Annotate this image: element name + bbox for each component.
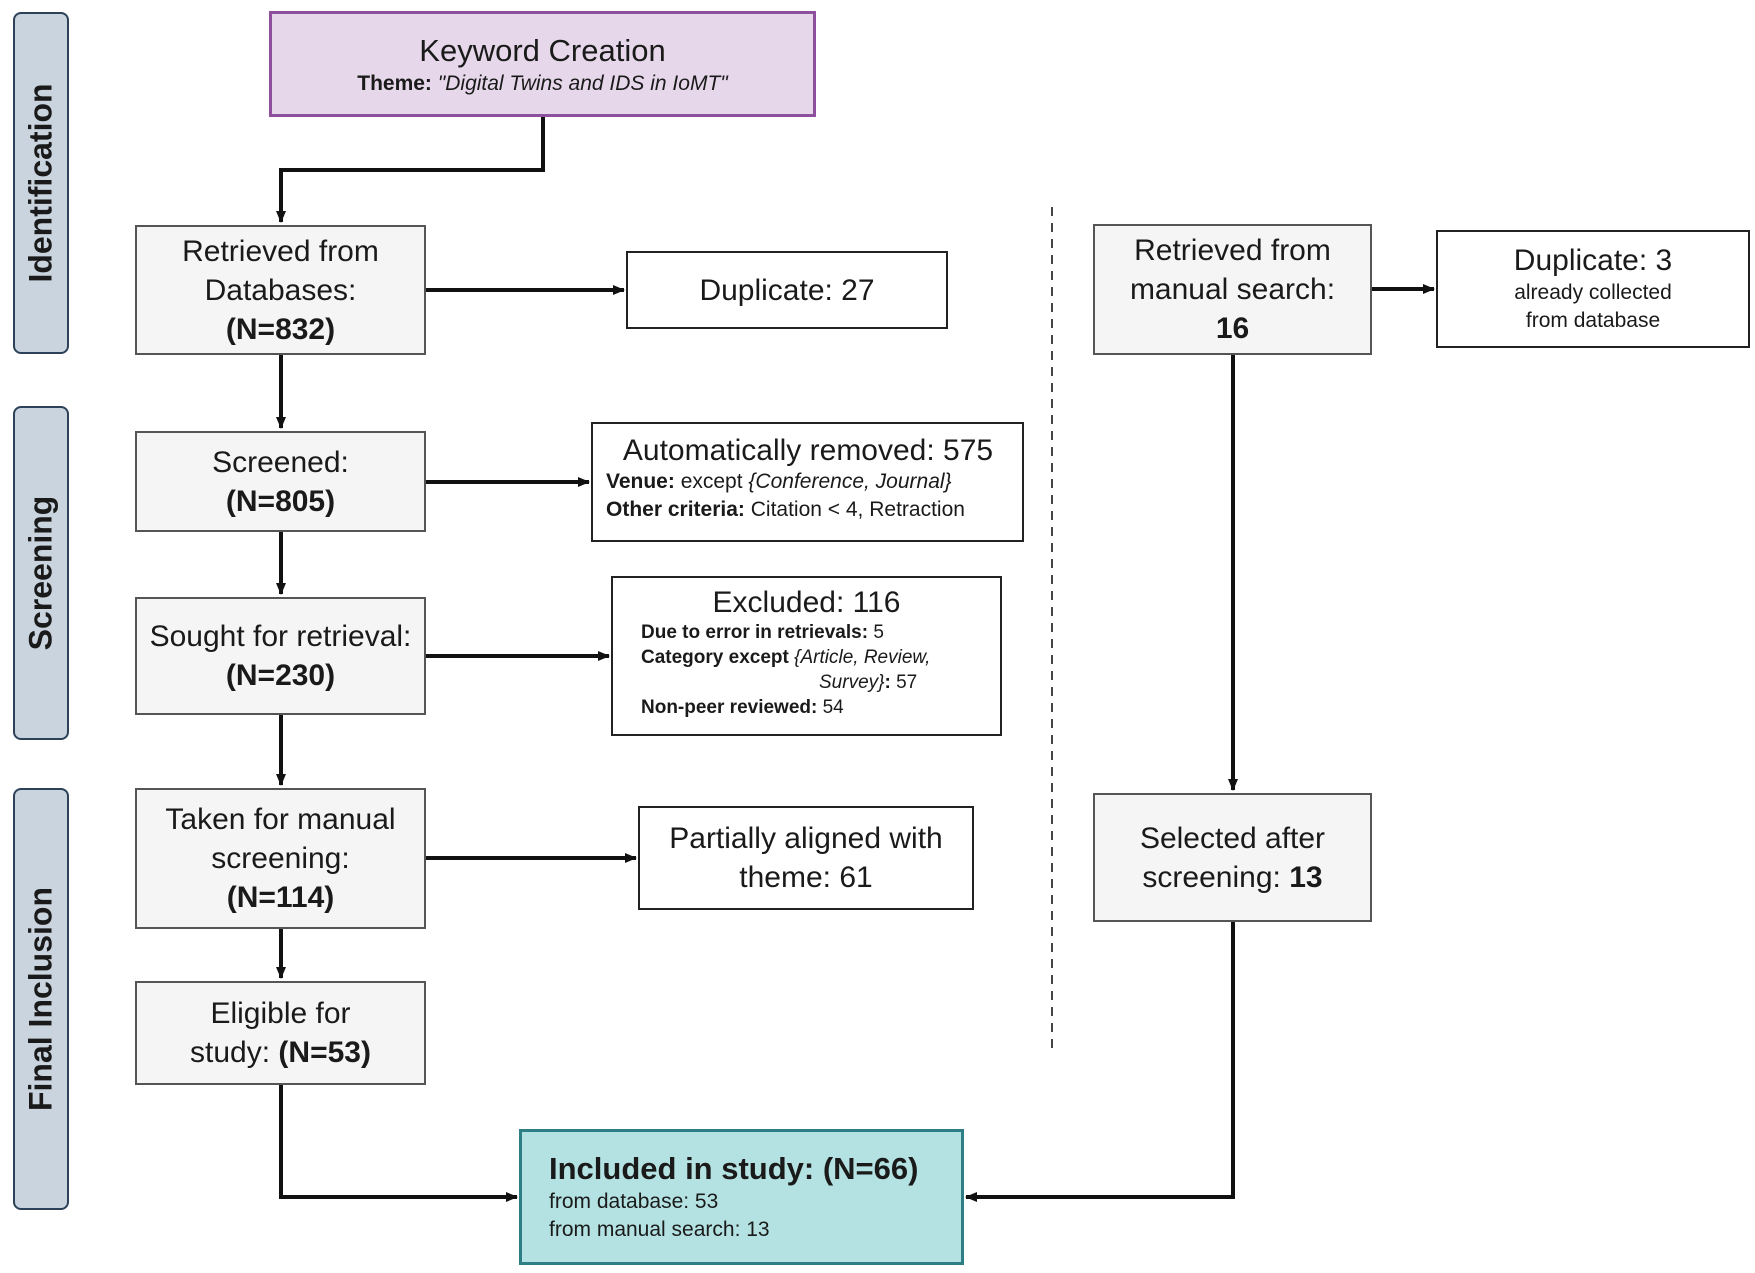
eligible-line2-prefix: study: [190,1036,271,1069]
included-from-manual: from manual search: 13 [549,1218,770,1241]
auto-removed-venue-except: except [680,470,743,493]
retrieved-databases-count: (N=832) [225,312,336,346]
stage-final-inclusion: Final Inclusion [13,788,69,1210]
excluded-category-cont: Survey}: 57 [819,672,918,693]
screened-label: Screened: [212,445,349,479]
keyword-theme-value: "Digital Twins and IDS in IoMT" [437,71,728,95]
stage-screening: Screening [13,406,69,740]
manual-screening-count: (N=114) [226,881,335,914]
eligible-count: (N=53) [278,1036,371,1069]
included-from-db: from database: 53 [549,1190,719,1213]
selected-box: Selected after screening: 13 [1093,793,1372,922]
selected-count: 13 [1289,860,1323,894]
screened-count: (N=805) [225,484,336,518]
excluded-category-value-2: Survey} [819,672,885,693]
excluded-error-label: Due to error in retrievals: [641,622,869,643]
manual-duplicate-title: Duplicate: 3 [1513,244,1673,277]
included-title: Included in study: (N=66) [549,1151,919,1186]
sought-label: Sought for retrieval: [149,620,412,653]
keyword-creation-box: Keyword Creation Theme: "Digital Twins a… [269,11,816,117]
selected-line1: Selected after [1139,821,1326,855]
keyword-theme: Theme: "Digital Twins and IDS in IoMT" [357,70,727,98]
excluded-nonpeer-label: Non-peer reviewed: [641,697,818,718]
auto-removed-other-value: Citation < 4, Retraction [750,498,965,521]
eligible-line2: study: (N=53) [190,1033,371,1072]
sought-box: Sought for retrieval: (N=230) [135,597,426,715]
arrow-eligible-to-included [279,1085,518,1202]
auto-removed-title: Automatically removed: 575 [622,434,994,467]
partially-aligned-line1: Partially aligned with [669,822,943,855]
eligible-line1: Eligible for [210,997,351,1030]
stage-identification: Identification [13,12,69,354]
screened-box: Screened: (N=805) [135,431,426,532]
retrieved-manual-box: Retrieved from manual search: 16 [1093,224,1372,355]
excluded-nonpeer-value: 54 [822,697,844,718]
manual-duplicate-line2: from database [1525,309,1661,332]
retrieved-manual-line1: Retrieved from [1134,234,1331,267]
excluded-category: Category except {Article, Review, [641,645,988,670]
excluded-error-value: 5 [873,622,884,643]
duplicate-box: Duplicate: 27 [626,251,948,329]
partially-aligned-box: Partially aligned with theme: 61 [638,806,974,910]
retrieved-databases-box: Retrieved from Databases: (N=832) [135,225,426,355]
auto-removed-other: Other criteria: Citation < 4, Retraction [606,496,1010,524]
excluded-category-value-1: {Article, Review, [794,647,931,668]
duplicate-text: Duplicate: 27 [699,273,875,307]
auto-removed-box: Automatically removed: 575 Venue: except… [591,422,1024,542]
arrow-keyword-to-retrieved [276,117,545,223]
excluded-category-count: 57 [896,672,918,693]
selected-line2-prefix: screening: [1142,860,1281,894]
auto-removed-venue: Venue: except {Conference, Journal} [606,468,1010,496]
auto-removed-venue-value: {Conference, Journal} [748,470,952,493]
excluded-box: Excluded: 116 Due to error in retrievals… [611,576,1002,736]
auto-removed-other-label: Other criteria: [606,498,745,521]
manual-screening-line1: Taken for manual [165,803,396,836]
keyword-creation-title: Keyword Creation [419,32,666,68]
selected-line2: screening: 13 [1142,858,1322,897]
arrow-selected-to-included [965,922,1235,1202]
retrieved-databases-line1: Retrieved from [182,234,379,268]
retrieved-databases-line2: Databases: [204,273,357,307]
excluded-error: Due to error in retrievals: 5 [641,620,988,645]
manual-screening-line2: screening: [211,842,350,875]
manual-duplicate-box: Duplicate: 3 already collected from data… [1436,230,1750,348]
auto-removed-venue-label: Venue: [606,470,675,493]
manual-screening-box: Taken for manual screening: (N=114) [135,788,426,929]
manual-duplicate-line1: already collected [1514,281,1672,304]
excluded-title: Excluded: 116 [712,586,901,619]
retrieved-manual-count: 16 [1215,312,1250,345]
keyword-theme-label: Theme: [357,71,432,95]
excluded-nonpeer: Non-peer reviewed: 54 [641,695,988,720]
retrieved-manual-line2: manual search: [1129,273,1336,306]
included-box: Included in study: (N=66) from database:… [519,1129,964,1265]
sought-count: (N=230) [225,659,336,692]
partially-aligned-line2: theme: 61 [739,861,873,894]
excluded-category-label: Category except [641,647,789,668]
eligible-box: Eligible for study: (N=53) [135,981,426,1085]
